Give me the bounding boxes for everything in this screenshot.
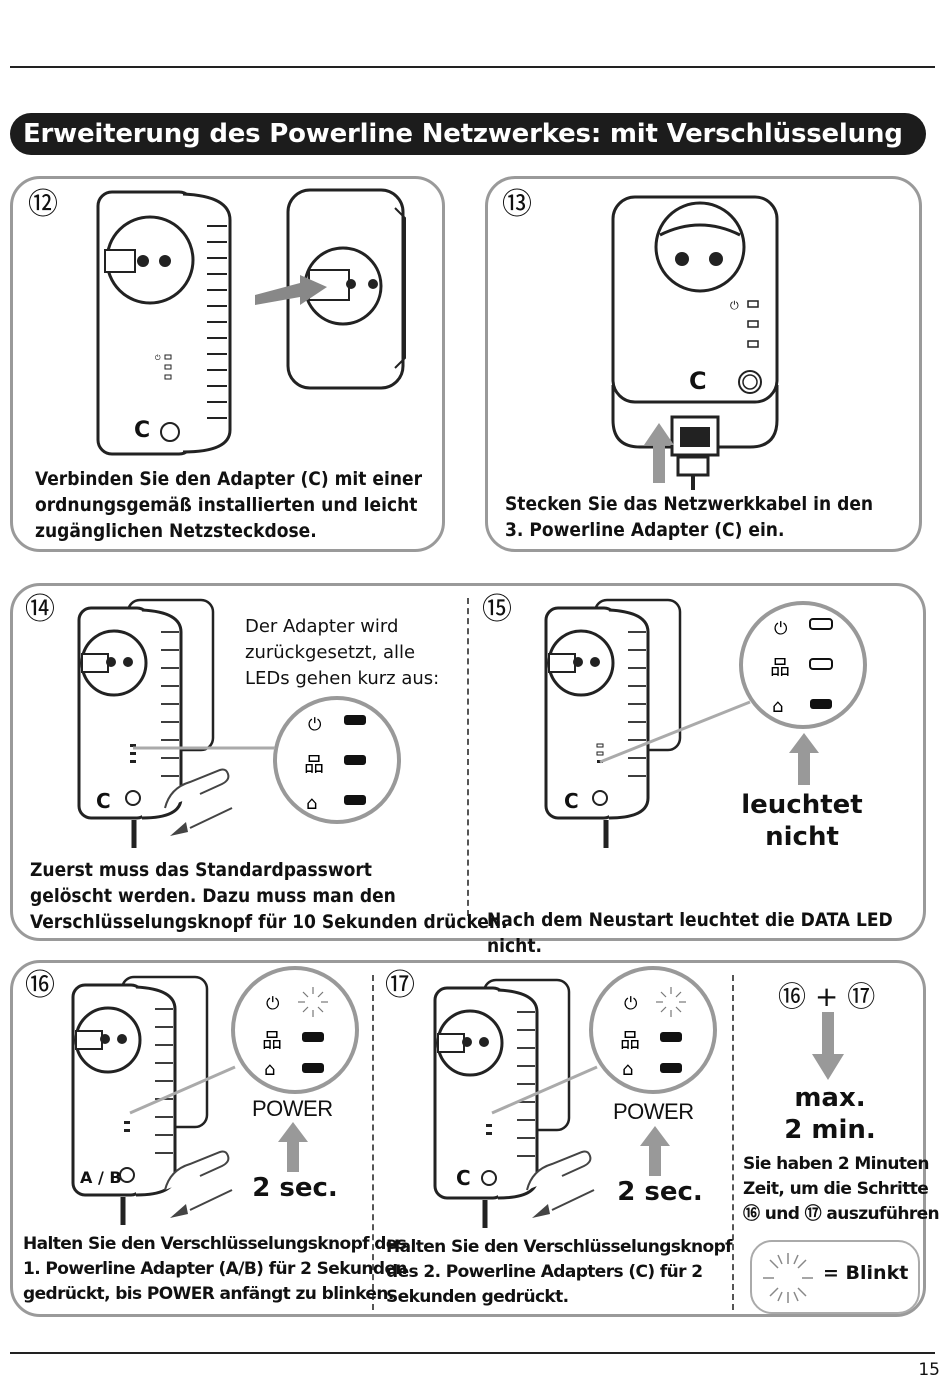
combo-caption: Sie haben 2 Minuten Zeit, um die Schritt… xyxy=(743,1154,940,1224)
svg-text:⌂: ⌂ xyxy=(264,1059,275,1080)
step-17-number: ⑰ xyxy=(385,968,415,1003)
step-14-note: Der Adapter wird zurückgesetzt, alle LED… xyxy=(245,616,440,689)
top-rule xyxy=(10,66,935,68)
step-15-caption: Nach dem Neustart leuchtet die DATA LED … xyxy=(487,909,893,957)
svg-text:品: 品 xyxy=(620,1028,640,1052)
led-callout-power-blink: ⏻ 品 ⌂ xyxy=(589,966,717,1094)
adapter-c-illustration xyxy=(433,978,571,1228)
step-16-duration: 2 sec. xyxy=(252,1173,338,1203)
adapter-side-illustration: ⏻ xyxy=(96,190,232,456)
callout-line xyxy=(491,1065,598,1115)
page-number: 15 xyxy=(918,1360,940,1380)
svg-text:⌂: ⌂ xyxy=(306,793,317,814)
arrow-down-icon xyxy=(812,1012,844,1080)
adapter-restart-illustration xyxy=(544,598,682,848)
svg-text:品: 品 xyxy=(262,1028,282,1052)
step-14-caption: Zuerst muss das Standardpasswort gelösch… xyxy=(30,859,508,933)
adapter-label-15: C xyxy=(564,789,579,813)
svg-text:⏻: ⏻ xyxy=(266,994,280,1014)
svg-text:品: 品 xyxy=(304,752,324,776)
svg-text:⏻: ⏻ xyxy=(624,994,638,1014)
arrow-icon xyxy=(640,1126,670,1176)
svg-text:⏻: ⏻ xyxy=(774,619,788,639)
arrow-icon xyxy=(278,1122,308,1172)
svg-text:品: 品 xyxy=(770,655,790,679)
combo-title: ⑯ + ⑰ xyxy=(778,980,876,1013)
step-15-status: leuchtet nicht xyxy=(741,790,863,852)
bottom-rule xyxy=(10,1352,935,1354)
led-callout-all-off: ⏻ 品 ⌂ xyxy=(273,696,401,824)
step-16-number: ⑯ xyxy=(25,968,55,1003)
arrow-icon xyxy=(255,275,327,305)
arrow-icon xyxy=(644,423,674,483)
step-12-caption: Verbinden Sie den Adapter (C) mit einer … xyxy=(35,468,423,542)
adapter-front-illustration: ⏻ xyxy=(611,195,779,490)
adapter-label-17: C xyxy=(456,1166,471,1190)
adapter-ab-illustration xyxy=(71,975,209,1225)
step-12-number: ⑫ xyxy=(28,187,58,222)
hand-icon xyxy=(164,768,233,836)
led-callout-power-blink: ⏻ 品 ⌂ xyxy=(231,966,359,1094)
svg-text:⌂: ⌂ xyxy=(772,696,783,717)
divider xyxy=(372,975,374,1310)
power-label-17: POWER xyxy=(613,1099,694,1124)
svg-text:⏻: ⏻ xyxy=(730,299,739,312)
adapter-label-13: C xyxy=(689,367,707,395)
svg-text:⌂: ⌂ xyxy=(622,1059,633,1080)
section-title: Erweiterung des Powerline Netzwerkes: mi… xyxy=(10,113,926,155)
callout-line xyxy=(133,746,275,750)
step-13-number: ⑬ xyxy=(502,187,532,222)
hand-icon xyxy=(526,1150,595,1218)
wall-socket-illustration xyxy=(286,188,406,390)
step-14-number: ⑭ xyxy=(25,592,55,627)
power-label-16: POWER xyxy=(252,1096,333,1121)
hand-icon xyxy=(164,1150,233,1218)
step-16-caption: Halten Sie den Verschlüsselungsknopf des… xyxy=(23,1234,408,1304)
arrow-icon xyxy=(789,733,819,785)
svg-text:⏻: ⏻ xyxy=(308,715,322,735)
callout-line xyxy=(129,1065,236,1115)
svg-text:⏻: ⏻ xyxy=(155,354,161,362)
adapter-label-12: C xyxy=(134,418,151,443)
legend-box xyxy=(750,1240,920,1314)
divider xyxy=(732,975,734,1310)
step-13-caption: Stecken Sie das Netzwerkkabel in den 3. … xyxy=(505,493,874,541)
adapter-reset-illustration xyxy=(77,598,215,848)
callout-line xyxy=(599,700,751,764)
step-15-number: ⑮ xyxy=(482,592,512,627)
adapter-label-16: A / B xyxy=(80,1168,122,1187)
step-17-caption: Halten Sie den Verschlüsselungsknopf des… xyxy=(386,1237,733,1307)
combo-limit: max. 2 min. xyxy=(784,1083,876,1145)
led-callout-data-off: ⏻ 品 ⌂ xyxy=(739,601,867,729)
blink-icon xyxy=(763,1253,813,1303)
adapter-label-14: C xyxy=(96,789,111,813)
divider xyxy=(467,598,469,916)
step-17-duration: 2 sec. xyxy=(617,1177,703,1207)
legend-label: = Blinkt xyxy=(823,1262,909,1284)
